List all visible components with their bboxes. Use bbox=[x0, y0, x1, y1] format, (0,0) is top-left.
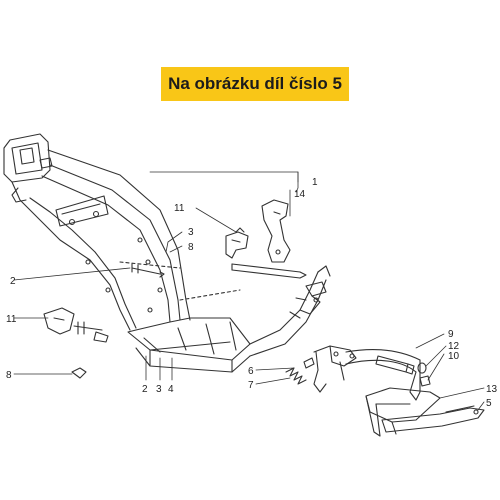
callout-9: 9 bbox=[448, 329, 454, 340]
callout-7: 7 bbox=[248, 380, 254, 391]
frame-main-tube bbox=[11, 149, 191, 331]
callout-4-bottom: 4 bbox=[168, 384, 174, 395]
callout-5: 5 bbox=[486, 398, 492, 409]
callout-8-left: 8 bbox=[6, 370, 12, 381]
center-stand bbox=[313, 345, 421, 401]
callout-2-bottom: 2 bbox=[142, 384, 148, 395]
banner-text: Na obrázku díl číslo 5 bbox=[168, 74, 342, 93]
mounting-bolt-long bbox=[119, 261, 307, 301]
part-11-clamp-left bbox=[43, 307, 109, 343]
callout-10: 10 bbox=[448, 351, 460, 362]
callout-2-left: 2 bbox=[10, 276, 16, 287]
part-7-spring bbox=[285, 357, 315, 385]
frame-floor-section bbox=[127, 317, 251, 373]
frame-headstock bbox=[3, 133, 53, 183]
callout-13: 13 bbox=[486, 384, 498, 395]
callout-12: 12 bbox=[448, 341, 460, 352]
part-2-bolt bbox=[131, 263, 165, 278]
callout-11-top: 11 bbox=[174, 203, 185, 214]
part-11-clamp-top bbox=[225, 227, 249, 259]
part-5-rubber-buffer bbox=[381, 405, 485, 433]
part-9-pivot-pin bbox=[375, 355, 415, 375]
callout-8-top: 8 bbox=[188, 242, 194, 253]
callout-1: 1 bbox=[312, 177, 318, 188]
part-10-clip bbox=[419, 375, 431, 387]
callout-3-bottom: 3 bbox=[156, 384, 162, 395]
callout-3-top: 3 bbox=[188, 227, 194, 238]
part-8-nut bbox=[71, 367, 87, 379]
callout-6: 6 bbox=[248, 366, 254, 377]
callout-11-left: 11 bbox=[6, 314, 17, 325]
part-13-stand-foot bbox=[365, 387, 441, 437]
leader-lines bbox=[13, 171, 485, 411]
part-12-washer bbox=[417, 362, 427, 374]
callout-labels: 1 14 11 3 8 2 11 8 2 3 4 6 7 9 12 10 13 … bbox=[6, 177, 498, 409]
part-number-banner: Na obrázku díl číslo 5 bbox=[161, 67, 349, 101]
part-14-bracket bbox=[261, 199, 291, 263]
frame-rear-rails bbox=[249, 265, 331, 357]
callout-14: 14 bbox=[294, 189, 306, 200]
